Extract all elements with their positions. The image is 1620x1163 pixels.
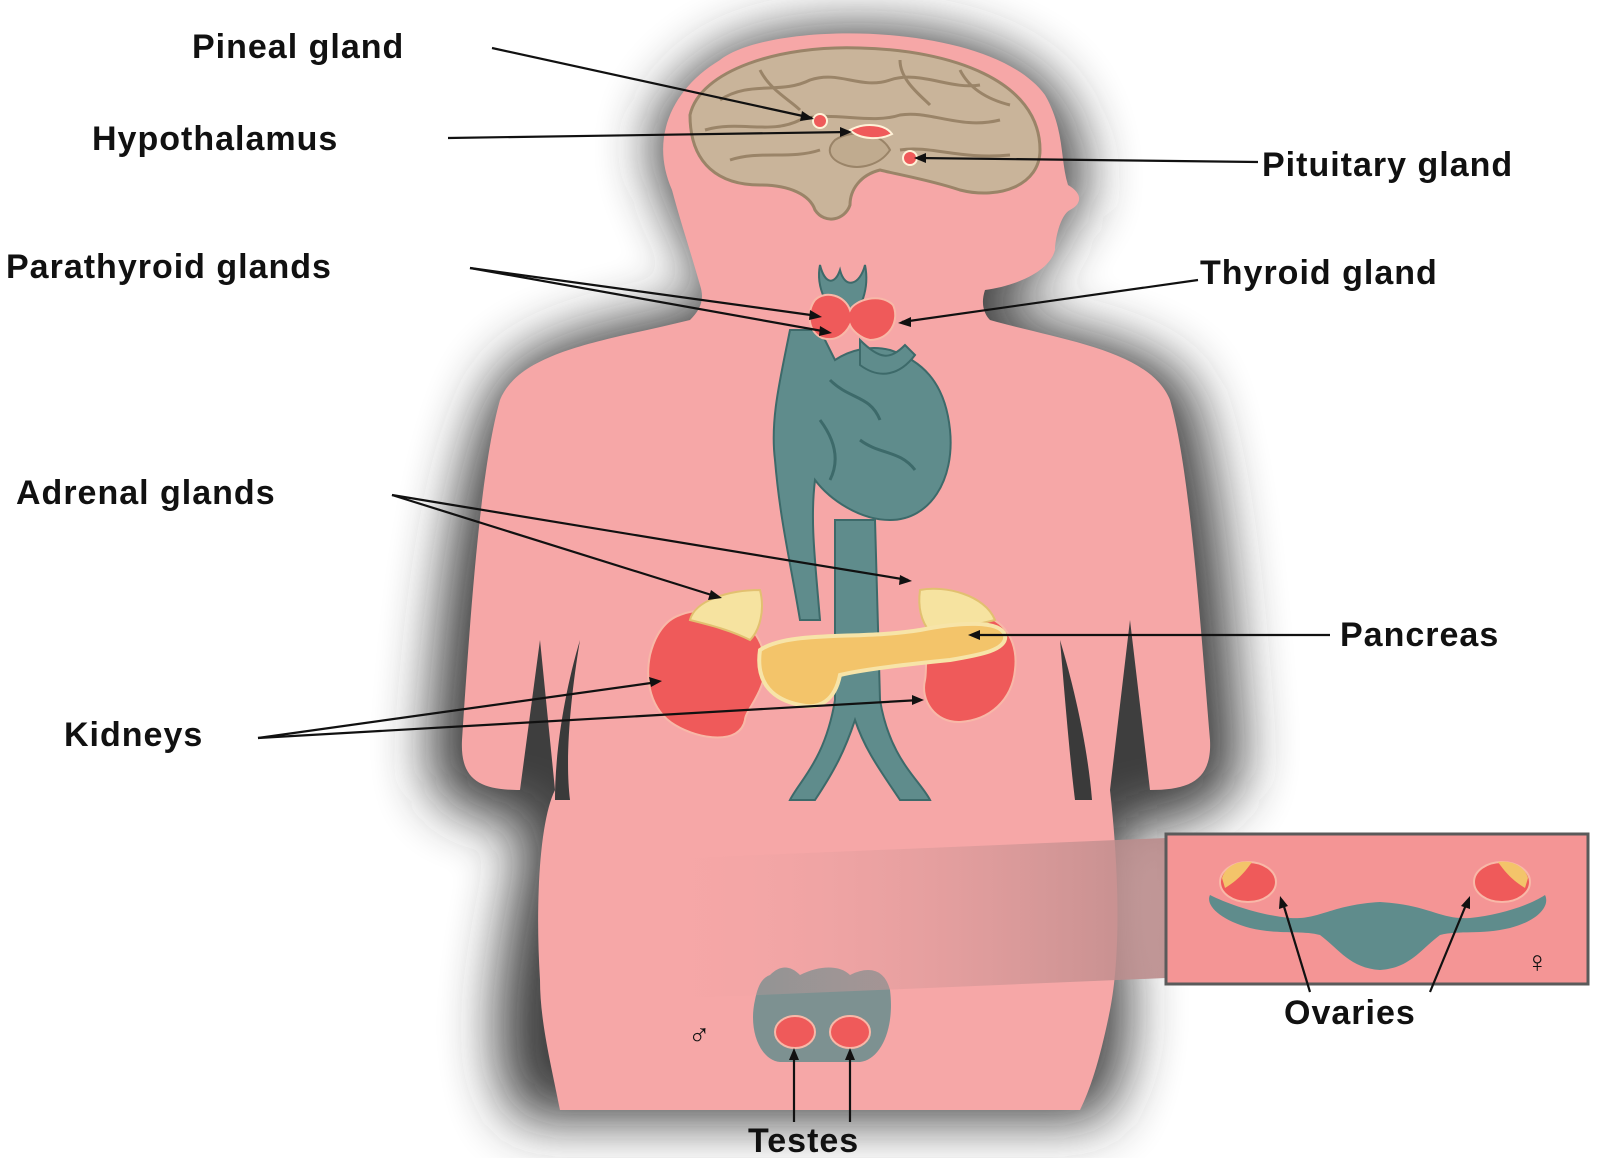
testis-right: [830, 1016, 870, 1048]
testis-left: [775, 1016, 815, 1048]
label-pancreas: Pancreas: [1340, 616, 1499, 654]
inset-projection: [640, 838, 1166, 1000]
label-thyroid-gland: Thyroid gland: [1200, 254, 1438, 292]
male-symbol: ♂: [688, 1019, 712, 1052]
label-ovaries: Ovaries: [1284, 994, 1416, 1032]
label-pineal-gland: Pineal gland: [192, 28, 404, 66]
label-parathyroid-glands: Parathyroid glands: [6, 248, 332, 286]
ovary-inset: [1166, 834, 1588, 984]
label-kidneys: Kidneys: [64, 716, 203, 754]
pineal-gland-marker: [813, 114, 827, 128]
female-symbol: ♀: [1526, 946, 1550, 979]
label-testes: Testes: [748, 1122, 859, 1158]
label-hypothalamus: Hypothalamus: [92, 120, 338, 158]
label-adrenal-glands: Adrenal glands: [16, 474, 276, 512]
label-pituitary-gland: Pituitary gland: [1262, 146, 1513, 184]
